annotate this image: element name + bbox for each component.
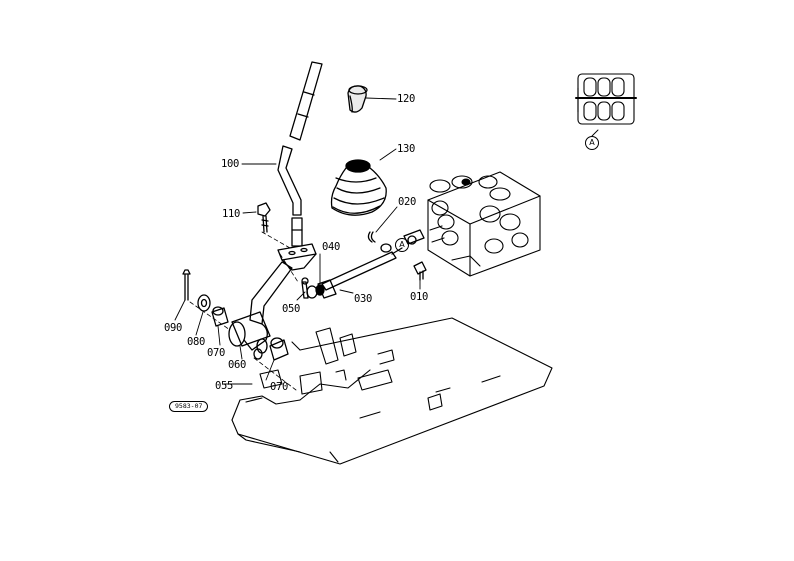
callout-130: 130 [397, 143, 416, 155]
callout-090: 090 [164, 322, 183, 334]
pin-090 [182, 269, 191, 301]
knob-120 [347, 85, 368, 113]
callout-040: 040 [322, 241, 341, 253]
callout-070-left: 070 [207, 347, 226, 359]
lever-arm [243, 261, 293, 351]
control-valve-block [427, 171, 541, 277]
shaft-060 [228, 311, 271, 360]
callout-010: 010 [410, 291, 429, 303]
callout-080: 080 [187, 336, 206, 348]
bolt-110 [257, 202, 271, 233]
leader-lines [174, 97, 599, 385]
callout-060: 060 [228, 359, 247, 371]
lever-rod-100 [277, 145, 303, 247]
bolt-010 [413, 261, 427, 281]
drawing-code-stamp: 9583-07 [169, 401, 209, 412]
bushing-070-left [211, 306, 229, 327]
lever-upper-rod [289, 61, 323, 141]
reference-mark-a: A [395, 238, 409, 252]
callout-050: 050 [282, 303, 301, 315]
washer-040 [306, 284, 325, 299]
boot-130 [330, 159, 387, 216]
lever-bracket [277, 243, 317, 271]
bushing-070-right [269, 337, 289, 361]
callout-020: 020 [398, 196, 417, 208]
callout-100: 100 [221, 158, 240, 170]
reference-inset-valve-top [575, 73, 637, 125]
clip-020 [367, 231, 376, 243]
callout-120: 120 [397, 93, 416, 105]
callout-030: 030 [354, 293, 373, 305]
alignment-lines [189, 231, 299, 391]
rod-030 [317, 247, 403, 299]
callout-070-right: 070 [270, 381, 289, 393]
callout-110: 110 [222, 208, 241, 220]
callout-055: 055 [215, 380, 234, 392]
pin-050 [301, 277, 309, 299]
reference-mark-a-inset: A [585, 136, 599, 150]
washer-080 [197, 294, 211, 312]
